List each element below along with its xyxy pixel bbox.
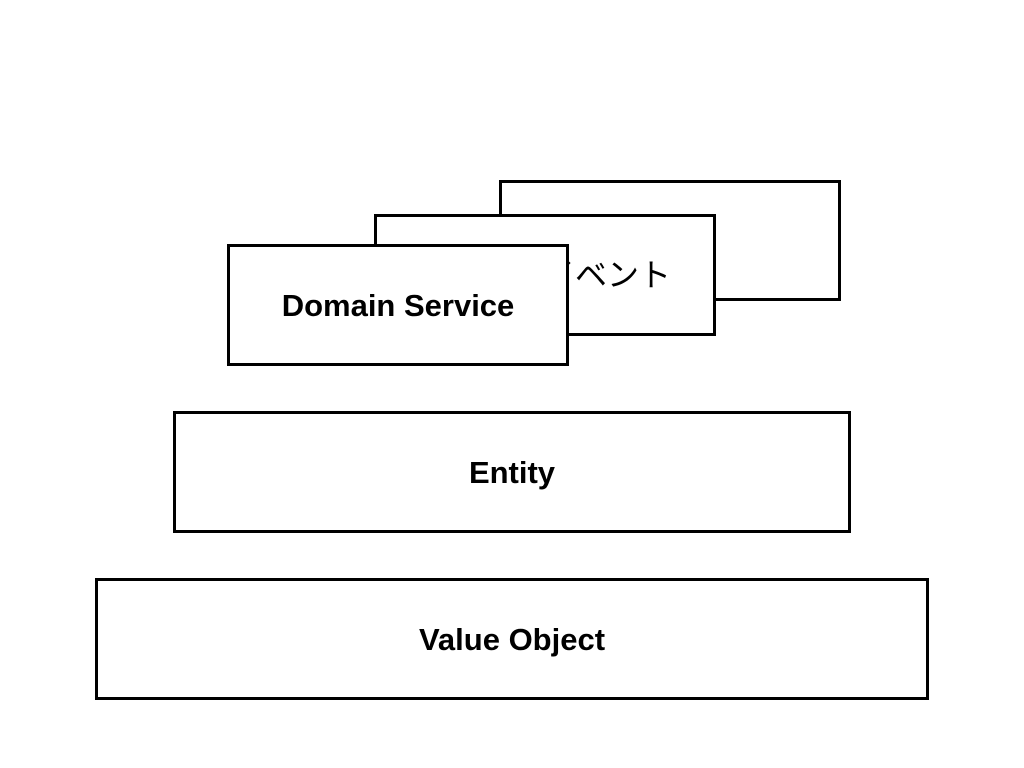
entity-label: Entity [468, 454, 556, 490]
value-object-label: Value Object [418, 621, 606, 657]
domain-service-label: Domain Service [281, 287, 515, 323]
value-object-box: Value Object [95, 578, 929, 700]
entity-box: Entity [173, 411, 851, 533]
domain-service-box: Domain Service [227, 244, 569, 366]
